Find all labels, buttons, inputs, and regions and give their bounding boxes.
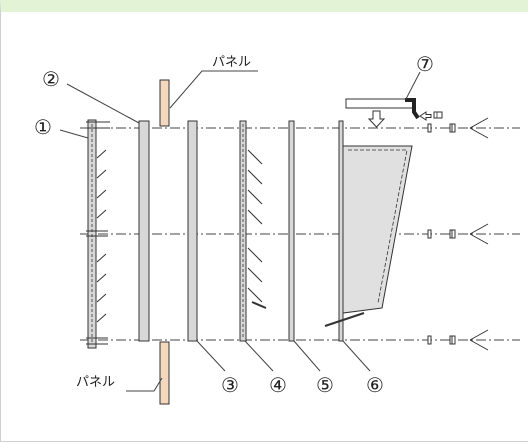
part-3-plate [187,120,198,342]
callout-3: ③ [221,373,239,397]
callout-1: ① [34,115,52,139]
part-2-plate [138,120,150,342]
callout-5: ⑤ [316,373,334,397]
callout-2: ② [42,67,60,91]
fastener-symbols [427,117,489,351]
part-6-plate-with-guard [324,120,413,342]
part-5-plate [288,120,295,342]
callout-6: ⑥ [366,373,384,397]
panel-label-bottom: パネル [76,375,115,390]
axis-lines [80,127,520,341]
panel-top [159,79,170,127]
leader-lines [59,70,421,392]
callout-4: ④ [269,373,287,397]
callout-7: ⑦ [416,52,434,76]
panel-bottom [159,341,170,405]
part-4-louver-plate [239,120,267,342]
part-7-bracket [345,98,443,128]
part-1-louver-frame [86,119,110,349]
panel-label-top: パネル [212,55,251,70]
